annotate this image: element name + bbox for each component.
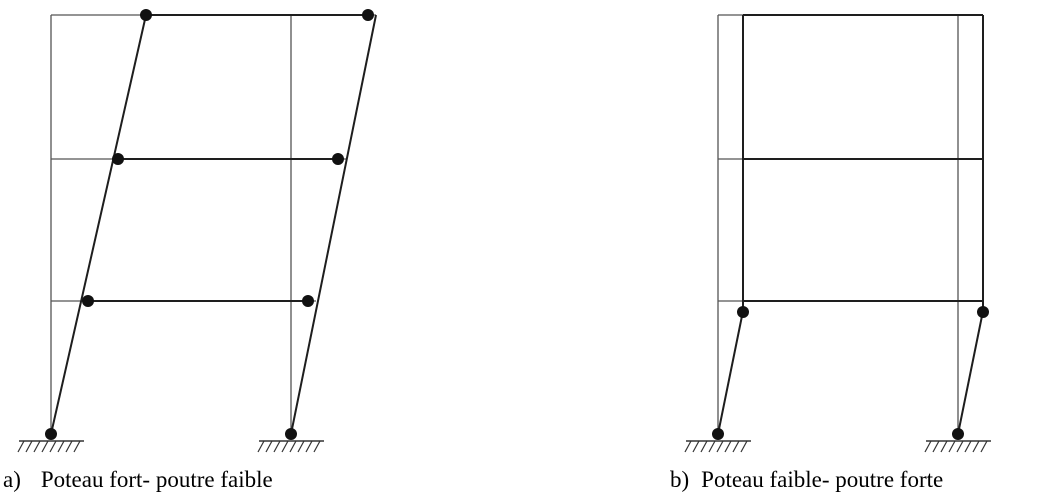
panel-b-frame: [684, 14, 991, 453]
panel-a-left-column-deformed: [50, 14, 147, 435]
panel-a-hinge: [82, 295, 94, 307]
panel-b-hinge: [977, 306, 989, 318]
panel-a-hinge: [112, 153, 124, 165]
panel-a-support-left: [17, 440, 84, 453]
panel-b-caption-text: Poteau faible- poutre forte: [701, 467, 944, 492]
panel-a-caption-text: Poteau fort- poutre faible: [40, 467, 273, 492]
panel-b-base-hinge: [712, 428, 724, 440]
panel-a-frame: [17, 9, 377, 453]
panel-b-support-right: [924, 440, 991, 453]
panel-b-support-left: [684, 440, 751, 453]
panel-b-marker: b): [670, 467, 690, 492]
panel-a-caption: a) Poteau fort- poutre faible: [3, 468, 273, 491]
panel-b-left-lower-column-deformed: [717, 310, 744, 435]
panel-a-base-hinge: [285, 428, 297, 440]
panel-b-base-hinge: [952, 428, 964, 440]
panel-b-right-lower-column-deformed: [957, 310, 984, 435]
panel-a-right-column-deformed: [290, 14, 377, 435]
panel-b-caption: b) Poteau faible- poutre forte: [670, 468, 943, 491]
panel-a-marker: a): [3, 467, 21, 492]
panel-a-hinge: [140, 9, 152, 21]
panel-a-hinge: [332, 153, 344, 165]
panel-a-hinge: [302, 295, 314, 307]
panel-a-hinge: [362, 9, 374, 21]
panel-a-base-hinge: [45, 428, 57, 440]
panel-b-hinge: [737, 306, 749, 318]
panel-a-support-right: [257, 440, 324, 453]
